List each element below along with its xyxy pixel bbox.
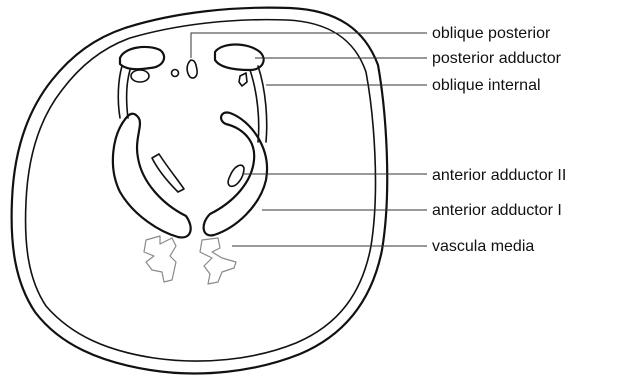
- label-oblique-posterior: oblique posterior: [432, 25, 551, 42]
- anterior-adductor-ii-structure: [228, 165, 244, 186]
- outer-body-wall: [12, 8, 388, 374]
- label-posterior-adductor: posterior adductor: [432, 50, 562, 67]
- label-oblique-internal: oblique internal: [432, 77, 541, 94]
- left-lateral-strand-inner: [127, 70, 130, 118]
- right-vascula-media: [200, 238, 236, 284]
- inner-body-wall: [26, 20, 376, 361]
- label-vascula-media: vascula media: [432, 238, 534, 255]
- left-lateral-strand: [118, 66, 122, 118]
- center-small-circle: [172, 70, 179, 77]
- label-anterior-adductor-ii: anterior adductor II: [432, 167, 566, 184]
- left-posterior-adductor: [120, 47, 164, 69]
- right-small-shape: [239, 73, 247, 86]
- left-anterior-adductor: [113, 114, 191, 238]
- left-small-oval: [131, 70, 149, 82]
- oblique-posterior-structure: [187, 60, 197, 78]
- left-inner-structure: [152, 154, 184, 192]
- label-anterior-adductor-i: anterior adductor I: [432, 202, 562, 219]
- left-vascula-media: [144, 236, 176, 282]
- right-posterior-adductor: [215, 45, 264, 71]
